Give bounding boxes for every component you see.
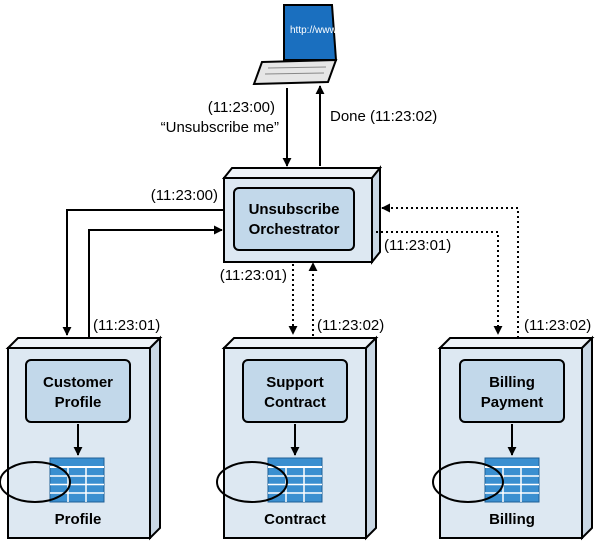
from-billing-time-label: (11:23:02) xyxy=(524,317,591,334)
laptop-icon: http://www xyxy=(252,4,337,86)
service-label-line2: Contract xyxy=(264,394,326,411)
to-billing-time-label: (11:23:01) xyxy=(384,237,451,254)
service-label-line1: Customer xyxy=(43,374,113,391)
orchestrator-node: Unsubscribe Orchestrator xyxy=(221,165,383,265)
db-highlight-ellipse xyxy=(216,461,288,503)
to-billing-arrow xyxy=(376,231,503,335)
from-profile-time-label: (11:23:01) xyxy=(93,317,160,334)
db-label: Profile xyxy=(55,511,102,528)
service-label-line1: Billing xyxy=(489,374,535,391)
request-text-label: “Unsubscribe me” xyxy=(161,119,279,136)
laptop-screen-text: http://www xyxy=(290,25,337,36)
from-profile-arrow xyxy=(88,225,223,338)
to-contract-time-label: (11:23:01) xyxy=(220,267,287,284)
db-highlight-ellipse xyxy=(432,461,504,503)
done-label: Done (11:23:02) xyxy=(330,108,437,125)
from-contract-time-label: (11:23:02) xyxy=(317,317,384,334)
orchestrator-label-line1: Unsubscribe xyxy=(249,201,340,218)
service-label-line1: Support xyxy=(266,374,324,391)
db-label: Contract xyxy=(264,511,326,528)
to-profile-time-label: (11:23:00) xyxy=(151,187,218,204)
service-node-support-contract: Support Contract Contract xyxy=(216,335,379,541)
orchestrator-label-line2: Orchestrator xyxy=(249,221,340,238)
service-label-line2: Payment xyxy=(481,394,544,411)
service-label-line2: Profile xyxy=(55,394,102,411)
from-billing-arrow xyxy=(381,203,519,338)
service-node-customer-profile: Customer Profile Profile xyxy=(0,335,163,541)
db-label: Billing xyxy=(489,511,535,528)
db-highlight-ellipse xyxy=(0,461,71,503)
service-node-billing-payment: Billing Payment Billing xyxy=(432,335,595,541)
database-icon xyxy=(49,457,105,503)
to-profile-arrow xyxy=(62,209,224,336)
request-time-label: (11:23:00) xyxy=(208,99,275,116)
